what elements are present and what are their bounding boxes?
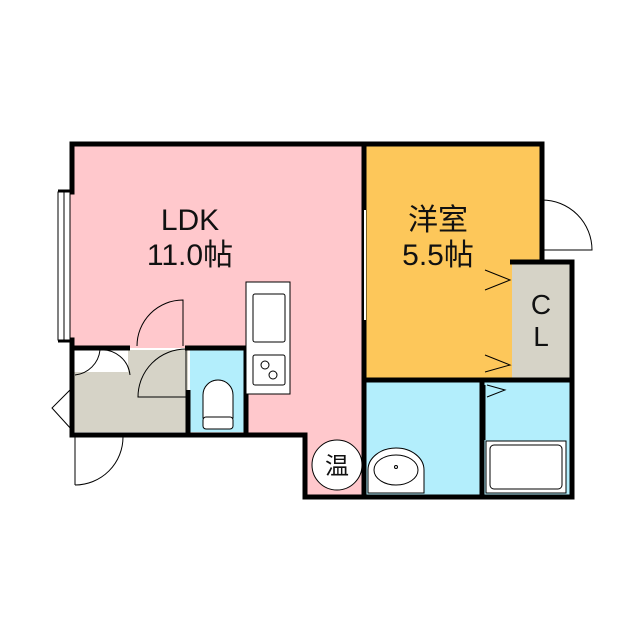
water-heater-icon [311,439,363,491]
shoe-shelf [73,350,128,372]
western-name: 洋室 [408,204,468,237]
ldk-room [70,144,364,495]
ldk-size: 11.0帖 [147,239,233,272]
closet [512,262,570,378]
closet-label-1: C [531,289,551,320]
closet-label-2: L [533,321,549,352]
washbasin-icon [367,447,425,494]
entrance [128,350,188,432]
bathtub-icon [485,440,567,494]
kitchen-counter [245,281,291,395]
western-size: 5.5帖 [402,239,474,272]
ldk-name: LDK [161,204,219,237]
toilet-icon [202,379,234,430]
water-heater-label: 温 [325,453,349,480]
doors [51,199,593,486]
shoe-closet [73,372,128,432]
